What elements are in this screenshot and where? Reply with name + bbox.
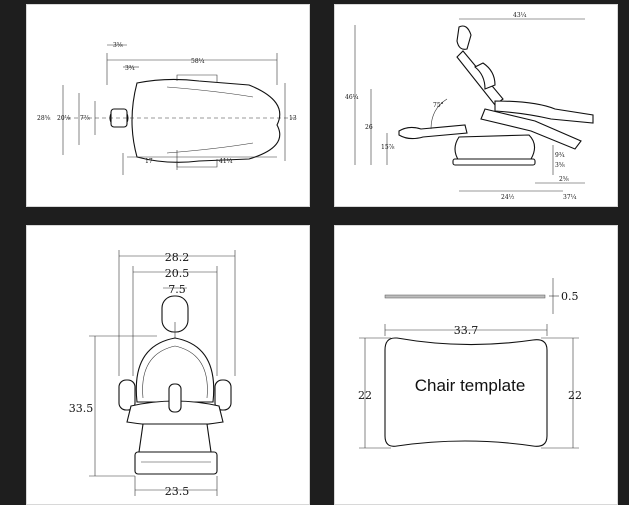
top-dim: 3⅝ xyxy=(113,42,123,49)
front-overall-width: 28.2 xyxy=(165,251,190,264)
top-dim: 20⅛ xyxy=(57,115,71,122)
side-dim: 24½ xyxy=(501,194,515,201)
side-view-drawing: 43¼ 46¼ 26 15⅞ 75° 9¾ 2⅝ 24½ 37¼ 3⅝ xyxy=(345,12,594,201)
front-headrest-width: 7.5 xyxy=(168,283,186,296)
top-dim: 28⅝ xyxy=(37,115,51,122)
side-dim: 2⅝ xyxy=(559,176,569,183)
template-thickness: 0.5 xyxy=(561,290,579,303)
template-width: 33.7 xyxy=(454,324,479,337)
side-dim: 26 xyxy=(365,124,373,131)
side-dim: 3⅝ xyxy=(555,162,565,169)
template-label: Chair template xyxy=(414,376,526,395)
side-dim: 37¼ xyxy=(563,194,577,201)
side-view-panel: 43¼ 46¼ 26 15⅞ 75° 9¾ 2⅝ 24½ 37¼ 3⅝ xyxy=(334,4,618,207)
template-height-left: 22 xyxy=(358,389,372,402)
top-dim: 7⅜ xyxy=(80,115,90,122)
top-view-drawing: 3⅝ 3¾ 58¼ 28⅝ 20⅛ 7⅜ 13 17 41¼ xyxy=(37,42,297,175)
side-dim: 15⅞ xyxy=(381,144,395,151)
side-dim: 43¼ xyxy=(513,12,527,19)
top-dim: 58¼ xyxy=(191,58,205,65)
top-dim: 17 xyxy=(145,158,153,165)
template-panel: 0.5 33.7 22 22 Chair template xyxy=(334,225,618,505)
side-dim: 46¼ xyxy=(345,94,359,101)
front-height: 33.5 xyxy=(69,402,94,415)
front-view-drawing: 28.2 20.5 7.5 33.5 23.5 xyxy=(69,250,236,498)
side-dim: 75° xyxy=(433,102,444,109)
top-view-panel: 3⅝ 3¾ 58¼ 28⅝ 20⅛ 7⅜ 13 17 41¼ xyxy=(26,4,310,207)
front-base-width: 23.5 xyxy=(165,485,190,498)
top-dim: 3¾ xyxy=(125,65,135,72)
side-dim: 9¾ xyxy=(555,152,565,159)
template-height-right: 22 xyxy=(568,389,582,402)
front-arm-width: 20.5 xyxy=(165,267,190,280)
top-dim: 13 xyxy=(289,115,297,122)
top-dim: 41¼ xyxy=(219,158,233,165)
template-drawing: 0.5 33.7 22 22 xyxy=(358,278,582,449)
front-view-panel: 28.2 20.5 7.5 33.5 23.5 xyxy=(26,225,310,505)
